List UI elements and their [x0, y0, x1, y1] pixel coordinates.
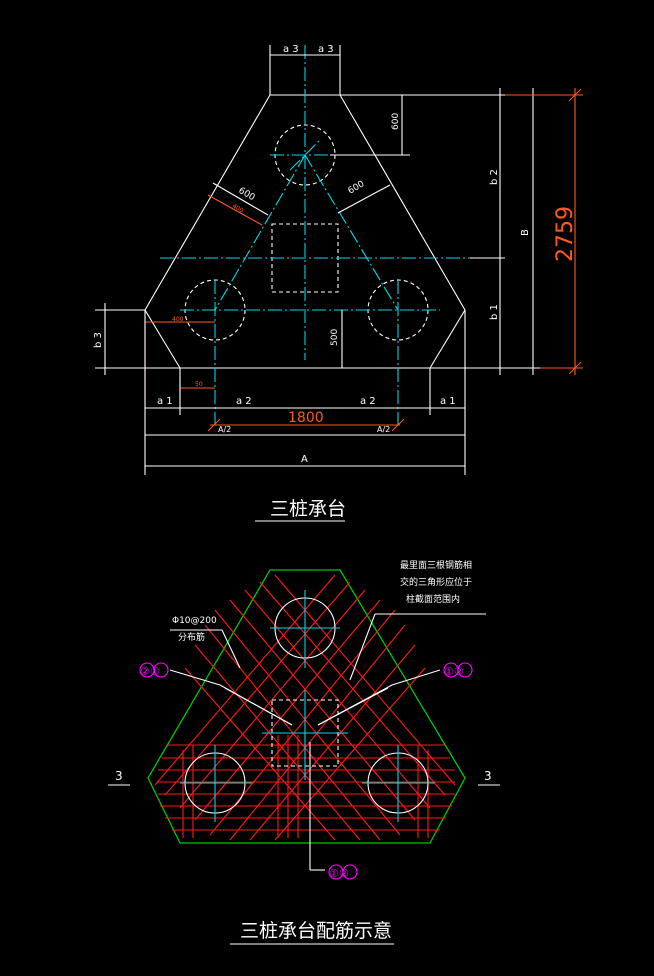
dim-500: 500	[330, 329, 340, 346]
rebar-diagonal-right	[184, 574, 456, 841]
dim-a1-left: a 1	[157, 396, 173, 407]
section-label-left: 3	[115, 769, 123, 783]
tag-bottom: ①②	[328, 864, 358, 880]
dim-B: B	[520, 229, 531, 236]
dim-600-left: 600	[237, 186, 257, 203]
rebar-horizontal	[158, 744, 455, 831]
svg-text:400: 400	[172, 316, 184, 323]
dim-600-right: 600	[347, 179, 367, 196]
dim-600-top: 600	[391, 113, 401, 130]
dim-b2: b 2	[489, 169, 500, 185]
dim-A2-left: A/2	[218, 425, 231, 434]
pile-axis-right	[304, 154, 399, 311]
dim-a3-left: a 3	[283, 44, 299, 55]
dim-total-2759: 2759	[553, 206, 578, 262]
section-label-right: 3	[484, 769, 492, 783]
rebar-vertical	[182, 735, 429, 838]
drawing1-title: 三桩承台	[270, 498, 346, 520]
note-line1: 最里面三根钢筋相	[400, 559, 472, 571]
pile-cap-outline-green	[147, 569, 466, 844]
svg-text:①②: ①②	[329, 867, 349, 880]
dim-A2-right: A/2	[377, 425, 390, 434]
dist-bar-label-2: 分布筋	[178, 631, 205, 643]
dim-1800: 1800	[288, 410, 324, 426]
pile-cap-plan: a 3 a 3 600 600 400 600 b 2 b 1 B 2759 b	[93, 44, 583, 522]
svg-text:400: 400	[231, 203, 245, 215]
dim-a2-left: a 2	[236, 396, 252, 407]
rebar-diagonal-left	[154, 574, 426, 841]
svg-text:②①: ②①	[140, 665, 160, 678]
reinforcement-plan: 最里面三根钢筋相 交的三角形应位于 柱截面范围内 Φ10@200 分布筋 ②① …	[108, 559, 500, 945]
svg-text:①②: ①②	[444, 665, 464, 678]
dim-a2-right: a 2	[360, 396, 376, 407]
pile-top-diag	[289, 139, 321, 171]
tag-right: ①②	[443, 662, 473, 678]
dim-b1: b 1	[489, 304, 500, 320]
dim-a3-right: a 3	[318, 44, 334, 55]
svg-text:50: 50	[195, 381, 203, 388]
pile-axis-left	[214, 154, 306, 311]
drawing2-title: 三桩承台配筋示意	[240, 920, 392, 942]
note-line2: 交的三角形应位于	[400, 576, 472, 588]
dist-bar-label: Φ10@200	[172, 616, 217, 626]
note-line3: 柱截面范围内	[406, 593, 460, 605]
dim-A: A	[301, 454, 308, 465]
dim-a1-right: a 1	[440, 396, 456, 407]
tag-left: ②①	[139, 662, 169, 678]
dim-b3: b 3	[93, 332, 104, 348]
